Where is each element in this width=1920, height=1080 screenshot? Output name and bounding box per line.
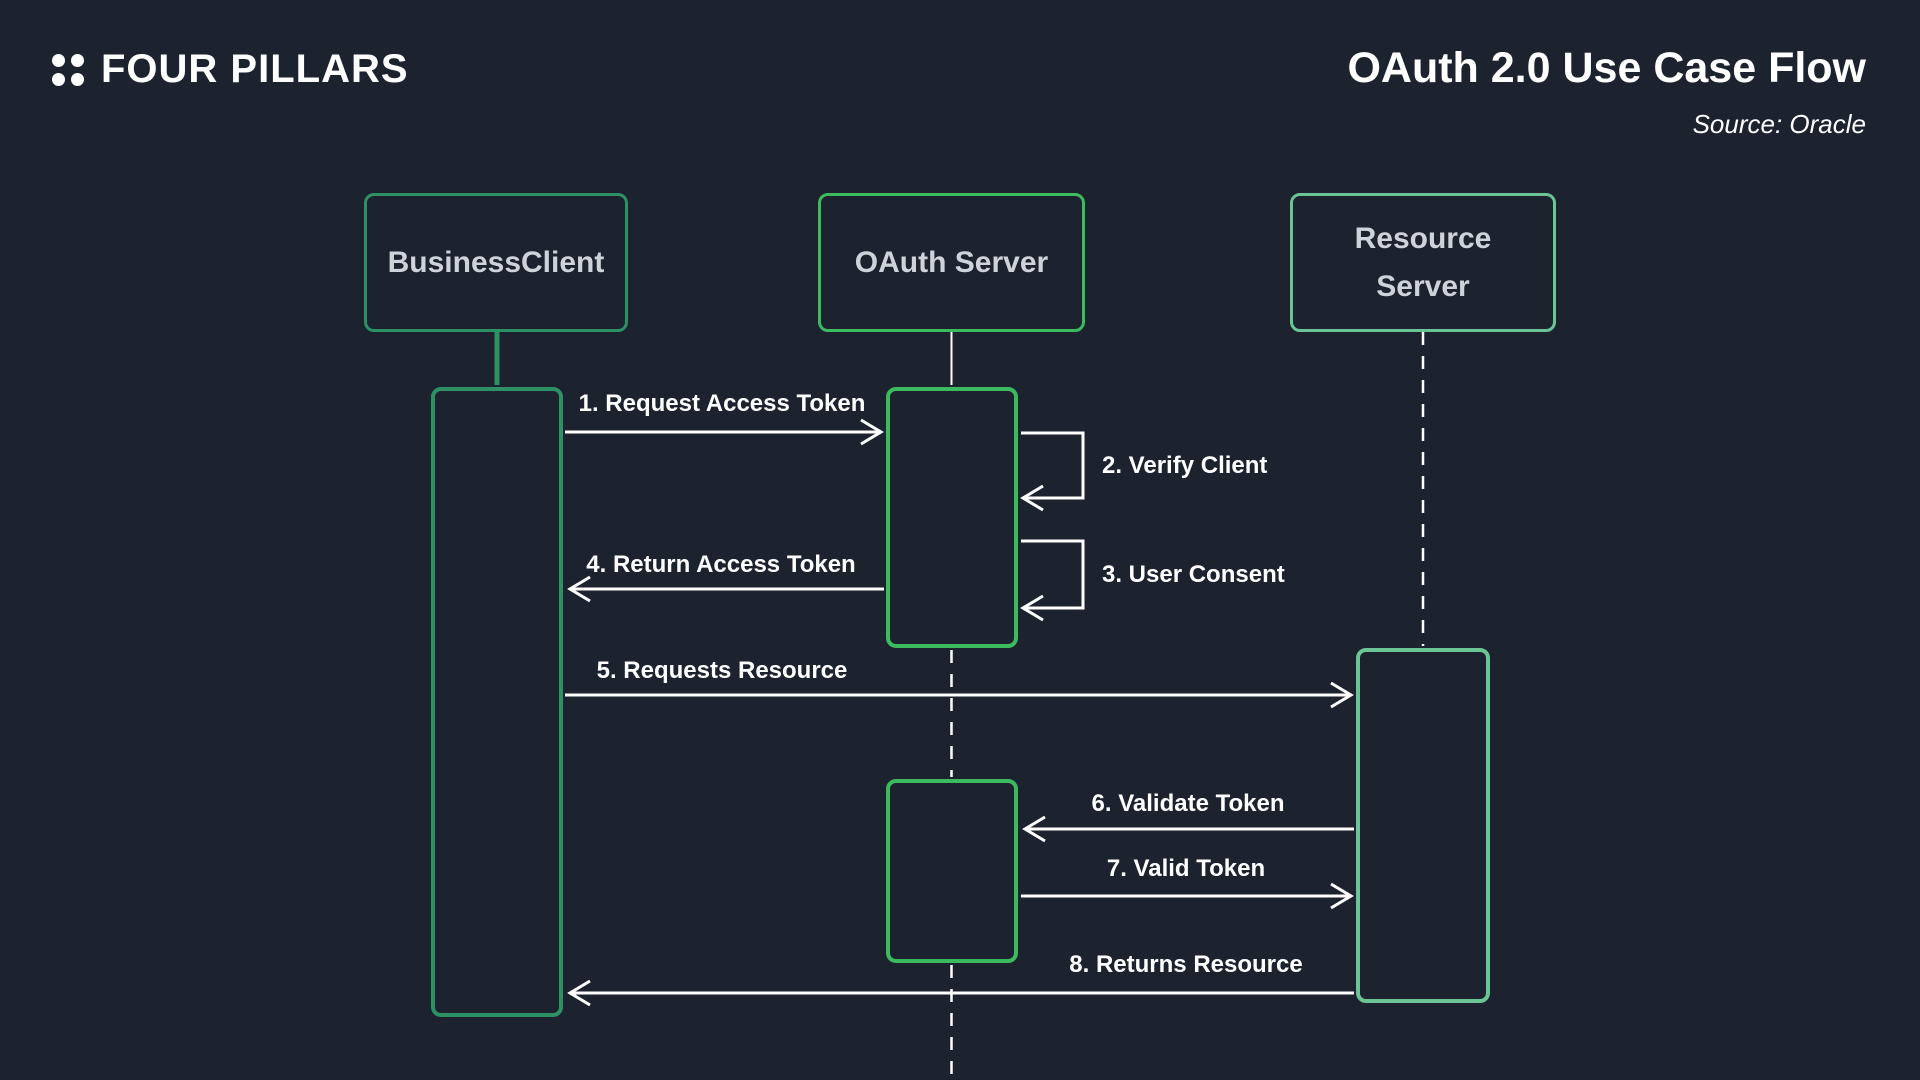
- message-8-arrow: [567, 979, 1354, 1007]
- activation-resource-server: [1356, 648, 1490, 1003]
- activation-businessclient: [431, 387, 563, 1017]
- message-6-label: 6. Validate Token: [1091, 790, 1285, 817]
- message-1-label: 1. Request Access Token: [578, 390, 866, 417]
- actor-box-oauth-server: OAuth Server: [818, 193, 1085, 332]
- page-title: OAuth 2.0 Use Case Flow: [1347, 44, 1866, 92]
- message-3-label: 3. User Consent: [1102, 561, 1285, 588]
- four-dots-logo-icon: [52, 53, 84, 86]
- brand-name: FOUR PILLARS: [101, 47, 409, 91]
- activation-oauth-server-2: [886, 779, 1018, 963]
- logo-dot: [71, 72, 84, 86]
- four-pillars-logo: FOUR PILLARS: [52, 47, 409, 92]
- message-7-label: 7. Valid Token: [1106, 855, 1266, 882]
- message-5-label: 5. Requests Resource: [596, 657, 848, 684]
- actor-label-line: Resource: [1354, 221, 1492, 255]
- message-3-self-loop: [1020, 539, 1085, 622]
- source-caption: Source: Oracle: [1692, 109, 1866, 139]
- actor-label-line: Server: [1376, 269, 1470, 303]
- message-8-label: 8. Returns Resource: [1069, 951, 1303, 978]
- message-2-label: 2. Verify Client: [1102, 452, 1268, 479]
- message-4-label: 4. Return Access Token: [586, 551, 856, 578]
- message-5-arrow: [565, 681, 1354, 709]
- title-block: OAuth 2.0 Use Case Flow Source: Oracle: [1347, 44, 1866, 140]
- logo-dot: [71, 53, 84, 67]
- logo-dot: [52, 72, 65, 86]
- actor-label: Resource Server: [1355, 215, 1492, 311]
- logo-dot: [52, 53, 65, 67]
- actor-label: OAuth Server: [854, 245, 1049, 279]
- message-4-arrow: [567, 575, 884, 603]
- actor-box-businessclient: BusinessClient: [364, 193, 628, 332]
- message-2-self-loop: [1020, 431, 1085, 512]
- activation-oauth-server-1: [886, 387, 1018, 648]
- actor-box-resource-server: Resource Server: [1290, 193, 1556, 332]
- message-1-arrow: [565, 418, 884, 446]
- message-7-arrow: [1021, 882, 1354, 910]
- message-6-arrow: [1022, 815, 1354, 843]
- actor-label: BusinessClient: [387, 245, 605, 279]
